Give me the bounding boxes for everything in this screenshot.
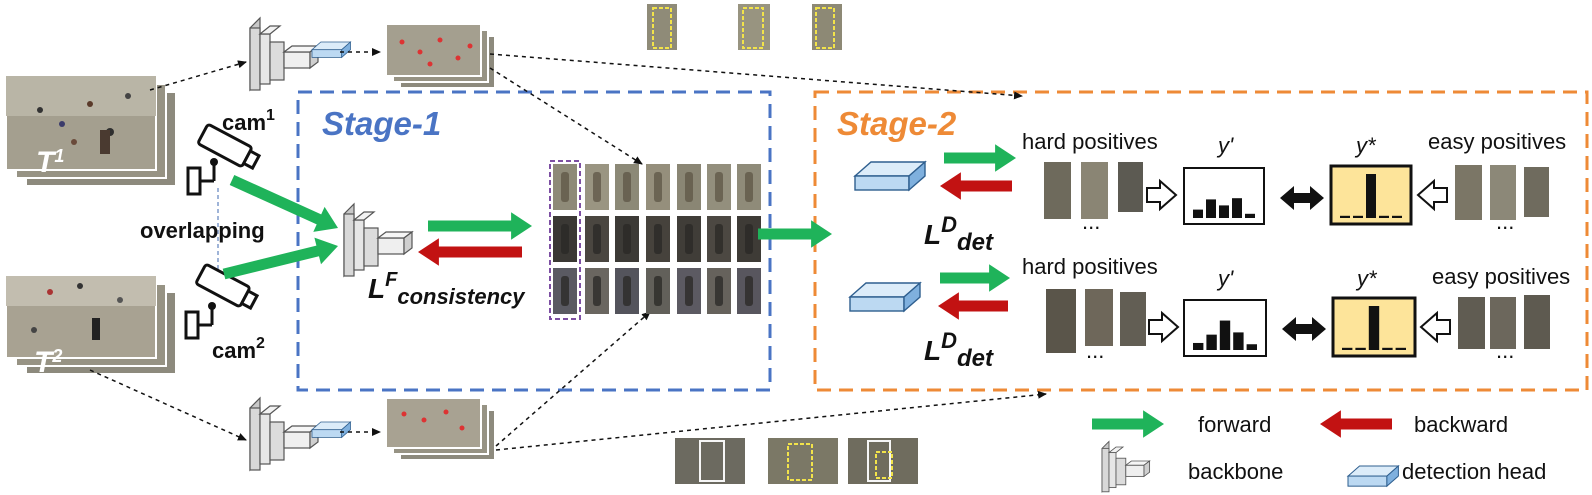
detection-head-icon-top <box>310 41 352 59</box>
scene-t1-image-stack <box>5 75 177 187</box>
stage2-top-hollow-arrow-left <box>1416 178 1448 212</box>
stage2-top-hard-positive-crops <box>1044 162 1143 219</box>
camera-2-label: cam2 <box>212 335 265 363</box>
scene-t2-image-stack <box>5 275 177 375</box>
forward-arrow-stage2-bottom <box>940 264 1010 292</box>
stage2-bottom-y-target-label: y* <box>1355 266 1378 291</box>
stage2-bottom-hard-positives-label: hard positives <box>1022 254 1158 279</box>
dotted-arrow-frames-bottom-to-crops <box>495 311 651 447</box>
stage2-bottom-double-arrow <box>1282 317 1326 341</box>
forward-arrow-stage1 <box>428 212 532 240</box>
detection-head-icon-stage2-bottom <box>848 281 922 313</box>
backbone-icon-bottom <box>249 396 320 472</box>
forward-arrow-cam2-to-backbone <box>222 237 338 280</box>
dotted-arrow-frames-top-to-stage2 <box>489 53 1023 100</box>
sample-crops-bottom <box>675 438 918 484</box>
stage2-bottom-y-pred-label: y' <box>1216 266 1234 291</box>
dotted-arrow-scene-t2-to-backbone <box>89 369 247 441</box>
dotted-arrow-scene-t1-to-backbone <box>149 60 247 91</box>
stage1-consistency-loss: LFconsistency <box>368 269 526 309</box>
legend-backward-arrow <box>1320 410 1392 438</box>
stage2-top-easy-positives-label: easy positives <box>1428 129 1566 154</box>
backward-arrow-stage2-top <box>940 172 1012 200</box>
stage2-top-y-pred-label: y' <box>1216 133 1234 158</box>
stage2-bottom-easy-positive-crops <box>1458 295 1550 349</box>
stage2-bottom-easy-positives-label: easy positives <box>1432 264 1570 289</box>
legend-forward-arrow <box>1092 410 1164 438</box>
camera-1-icon <box>186 123 262 196</box>
stage2-bottom-hard-positive-crops <box>1046 289 1146 353</box>
legend: forward backward backbone detection head <box>1101 412 1546 493</box>
stage1-title: Stage-1 <box>322 105 441 142</box>
stage2-top-hard-positives-label: hard positives <box>1022 129 1158 154</box>
stage2-top-det-loss: LDdet <box>924 212 994 256</box>
backbone-icon-stage1 <box>343 202 414 278</box>
backbone-icon-top <box>249 16 320 92</box>
pedestrian-crop-grid <box>553 164 761 314</box>
stage2-top-target-histogram <box>1340 174 1402 218</box>
stage2-bottom-hollow-arrow-right <box>1148 310 1180 344</box>
legend-forward-label: forward <box>1198 412 1271 437</box>
stage2-bottom-det-loss: LDdet <box>924 328 994 372</box>
detected-frames-top <box>385 23 496 89</box>
detected-frames-bottom <box>385 397 496 461</box>
stage2-bottom-target-histogram <box>1342 306 1406 350</box>
camera-1-label: cam1 <box>222 107 275 135</box>
detection-head-icon-bottom <box>310 421 352 439</box>
legend-backbone-label: backbone <box>1188 459 1283 484</box>
forward-arrow-stage2-top <box>944 144 1016 172</box>
dotted-arrow-frames-top-to-crops <box>489 67 643 165</box>
stage2-bottom-pred-histogram <box>1193 320 1257 350</box>
forward-arrow-cam1-to-backbone <box>229 175 338 232</box>
stage2-top-easy-positive-crops <box>1455 165 1549 220</box>
legend-backbone-icon <box>1101 440 1151 493</box>
overlapping-label: overlapping <box>140 218 265 243</box>
forward-arrow-stage1-to-stage2 <box>758 220 832 248</box>
stage2-top-hollow-arrow-right <box>1146 178 1178 212</box>
legend-detection-head-icon <box>1346 464 1400 488</box>
backward-arrow-stage2-bottom <box>938 292 1008 320</box>
sample-crops-top <box>647 4 842 50</box>
stage1-box <box>296 90 772 392</box>
crop-group-outline <box>549 160 581 320</box>
stage2-bottom-hollow-arrow-left <box>1419 310 1451 344</box>
camera-2-icon <box>184 263 260 340</box>
detection-head-icon-stage2-top <box>853 160 927 192</box>
legend-backward-label: backward <box>1414 412 1508 437</box>
legend-detection-head-label: detection head <box>1402 459 1546 484</box>
scene-t1-label: T1 <box>36 146 64 179</box>
scene-t2-label: T2 <box>34 346 62 379</box>
stage2-top-pred-histogram <box>1193 198 1255 218</box>
backward-arrow-stage1 <box>418 238 522 266</box>
stage2-top-y-target-label: y* <box>1354 133 1377 158</box>
stage2-title: Stage-2 <box>837 105 957 142</box>
stage2-top-double-arrow <box>1280 186 1324 210</box>
